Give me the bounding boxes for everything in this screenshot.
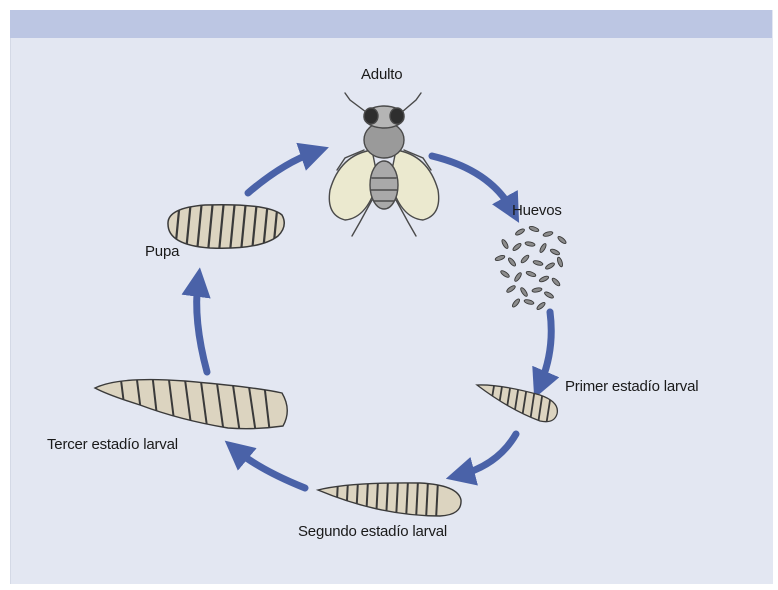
label-pupa: Pupa [145, 243, 179, 260]
arrow-third-larva-to-pupa [197, 282, 207, 372]
label-first-larval-stage: Primer estadío larval [565, 378, 698, 395]
second-larva-illustration [318, 480, 461, 520]
first-larva-illustration [477, 380, 557, 426]
pupa-illustration [168, 200, 284, 252]
label-eggs: Huevos [512, 202, 562, 219]
eggs-illustration [495, 225, 567, 310]
label-adult: Adulto [361, 66, 402, 83]
arrow-pupa-to-adult [248, 152, 315, 193]
label-second-larval-stage: Segundo estadío larval [298, 523, 447, 540]
label-third-larval-stage: Tercer estadío larval [47, 436, 178, 453]
third-larva-illustration [95, 372, 287, 434]
arrow-second-to-third-larva [236, 450, 305, 488]
arrow-adult-to-eggs [432, 156, 512, 210]
arrow-first-to-second-larva [460, 434, 516, 475]
arrow-eggs-to-first-larva [540, 312, 551, 385]
adult-fly-illustration [329, 93, 438, 236]
